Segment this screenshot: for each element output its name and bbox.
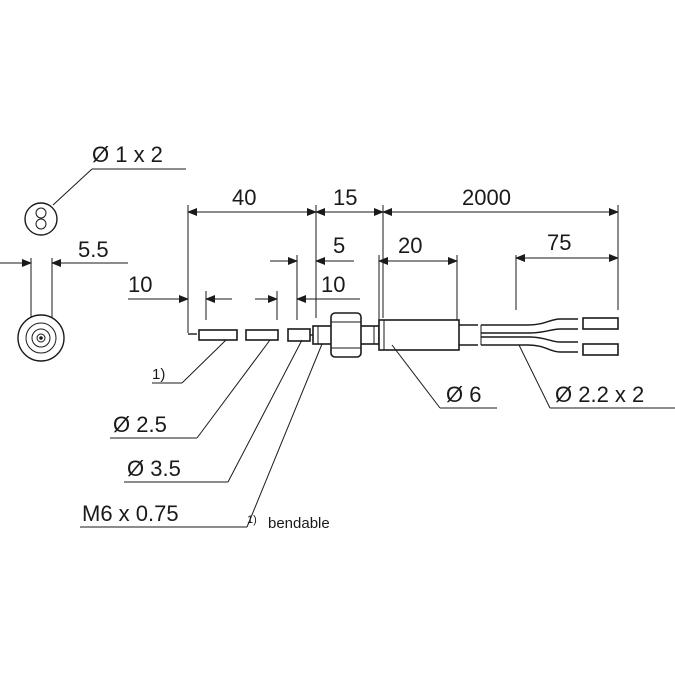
dim-tip-diameter [0,258,128,318]
leader-note-1 [152,339,227,384]
dim-line-10-right [255,291,360,320]
footnote: 1) bendable [247,514,330,532]
footnote-text: bendable [268,515,330,532]
fiber-end-view-top [24,202,58,236]
label-len-2000: 2000 [462,185,511,210]
label-dia-3-5: Ø 3.5 [127,456,181,481]
dim-line-10-left [128,291,232,320]
cable-sleeve-6mm [378,319,478,351]
tip-end-view [17,314,65,362]
extension-lines-top [187,205,619,333]
leader-cable-diameter [518,344,675,409]
label-cable-diameter: Ø 2.2 x 2 [555,382,644,407]
leader-d25 [110,339,271,439]
label-len-20: 20 [398,233,422,258]
footnote-marker: 1) [247,514,257,526]
label-len-5: 5 [333,233,345,258]
label-tip-diameter: 5.5 [78,237,109,262]
dim-line-75 [515,254,619,310]
label-len-75: 75 [547,230,571,255]
label-fiber-diameter: Ø 1 x 2 [92,142,163,167]
dim-line-5 [270,255,354,320]
label-len-10-right: 10 [321,272,345,297]
dim-line-20 [378,255,458,320]
label-len-10-left: 10 [128,272,152,297]
footnote-marker-on-tip: 1) [152,366,165,383]
leader-thread [80,343,323,528]
label-dia-6: Ø 6 [446,382,481,407]
twin-cable [480,317,619,356]
label-len-40: 40 [232,185,256,210]
fiber-tip [188,328,318,342]
label-dia-2-5: Ø 2.5 [113,412,167,437]
leader-d35 [124,339,303,483]
mounting-nut [330,312,362,358]
leader-fiber-diameter [52,168,186,206]
label-len-15: 15 [333,185,357,210]
leader-d6 [391,344,497,409]
label-thread: M6 x 0.75 [82,501,179,526]
